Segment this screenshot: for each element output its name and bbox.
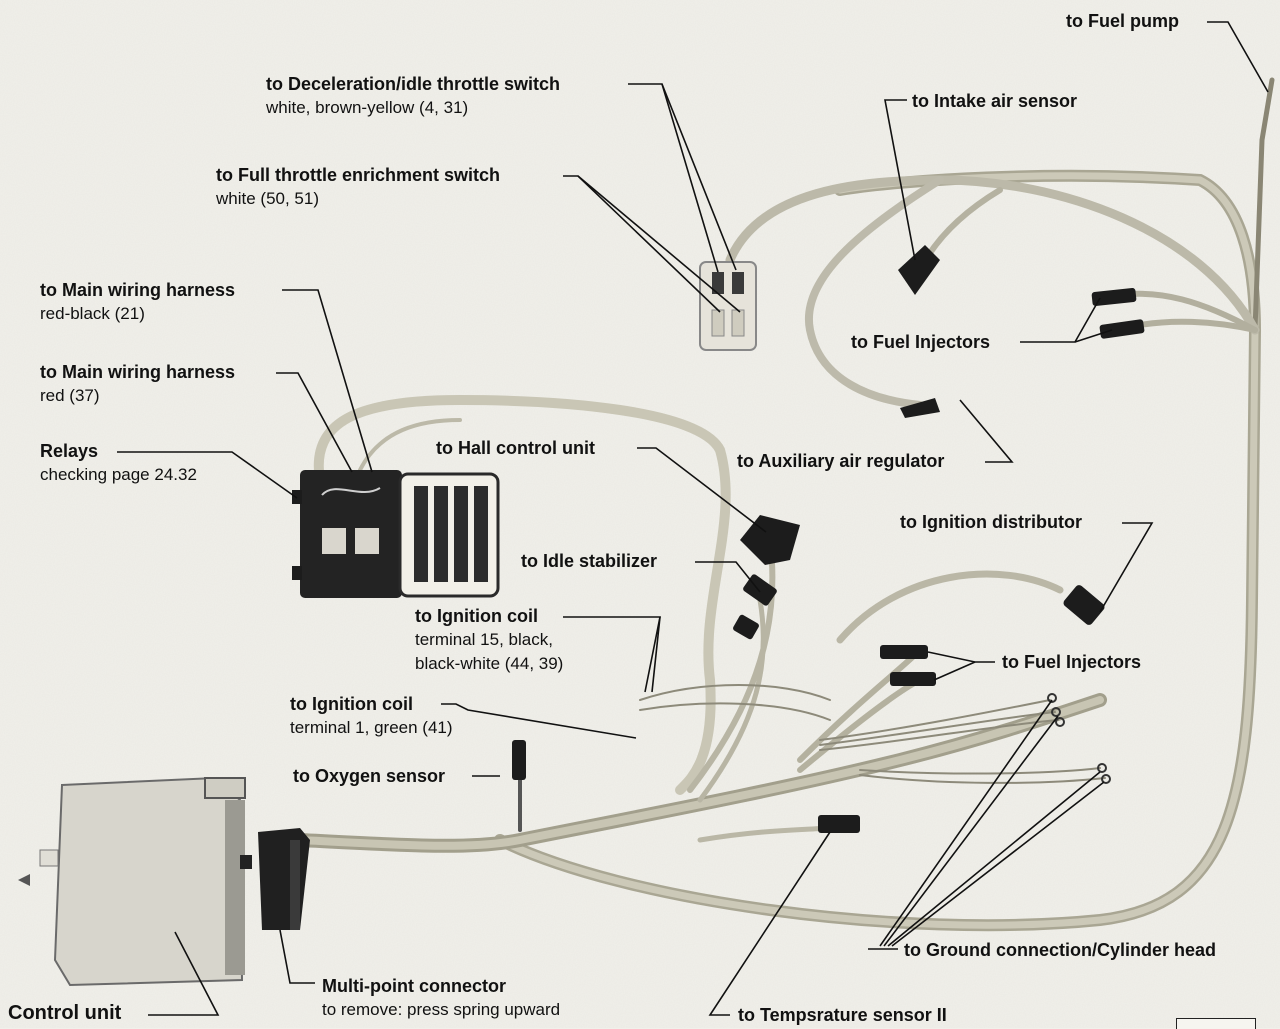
label-intake-air-sensor-text: to Intake air sensor <box>912 91 1078 111</box>
fuel-injector-connector-1 <box>1091 288 1137 306</box>
intake-air-sensor-connector <box>898 245 940 295</box>
harness-wires <box>293 77 1275 932</box>
hall-connector <box>740 515 800 565</box>
label-fuel-injectors-bottom-text: to Fuel Injectors <box>1002 652 1142 672</box>
fuel-injector-connector-2 <box>1099 319 1145 339</box>
ignition-coil-plug <box>733 614 759 640</box>
label-intake-air-sensor: to Intake air sensor <box>912 89 1077 113</box>
label-ignition-coil-15: to Ignition coil terminal 15, black, bla… <box>415 604 563 676</box>
label-full-throttle-wires: white (50, 51) <box>216 189 319 208</box>
label-ignition-coil-1-wires: terminal 1, green (41) <box>290 718 453 737</box>
label-ignition-coil-15-wires-2: black-white (44, 39) <box>415 654 564 673</box>
fuel-injector-connector-4 <box>890 672 936 686</box>
label-multipoint-connector-text: Multi-point connector <box>322 976 506 996</box>
label-aux-air-text: to Auxiliary air regulator <box>737 451 945 471</box>
fuel-injector-connector-3 <box>880 645 928 659</box>
label-control-unit-text: Control unit <box>8 1002 122 1024</box>
label-ignition-distributor-text: to Ignition distributor <box>900 512 1082 532</box>
relay-box <box>292 470 500 598</box>
label-ignition-coil-15-wires-1: terminal 15, black, <box>415 630 553 649</box>
label-main-harness-2-wires: red (37) <box>40 386 100 405</box>
label-relays: Relays checking page 24.32 <box>40 439 197 487</box>
label-control-unit: Control unit <box>8 1001 121 1025</box>
label-idle-stabilizer: to Idle stabilizer <box>521 549 657 573</box>
label-auxiliary-air-regulator: to Auxiliary air regulator <box>737 449 944 473</box>
label-relays-text: Relays <box>40 441 99 461</box>
temp-sensor-connector <box>818 815 860 833</box>
label-relays-note: checking page 24.32 <box>40 465 197 484</box>
label-ignition-coil-1-text: to Ignition coil <box>290 694 413 714</box>
label-oxygen-sensor-text: to Oxygen sensor <box>293 766 446 786</box>
label-ignition-coil-1: to Ignition coil terminal 1, green (41) <box>290 692 453 740</box>
label-ground-connection-text: to Ground connection/Cylinder head <box>904 940 1217 960</box>
page-corner-box <box>1176 1018 1256 1029</box>
label-main-harness-1: to Main wiring harness red-black (21) <box>40 278 235 326</box>
label-full-throttle-switch: to Full throttle enrichment switch white… <box>216 163 500 211</box>
oxygen-sensor-lead <box>512 740 526 780</box>
label-temperature-sensor: to Tempsrature sensor II <box>738 1003 947 1027</box>
label-ignition-distributor: to Ignition distributor <box>900 510 1082 534</box>
label-fuel-pump-text: to Fuel pump <box>1066 11 1179 31</box>
label-idle-stabilizer-text: to Idle stabilizer <box>521 551 658 571</box>
label-fuel-injectors-bottom: to Fuel Injectors <box>1002 650 1141 674</box>
distributor-connector <box>1063 585 1105 625</box>
label-main-harness-2: to Main wiring harness red (37) <box>40 360 235 408</box>
label-decel-switch: to Deceleration/idle throttle switch whi… <box>266 72 560 120</box>
label-decel-switch-text: to Deceleration/idle throttle switch <box>266 74 561 94</box>
throttle-switch-bracket <box>699 261 757 351</box>
label-main-harness-1-wires: red-black (21) <box>40 304 145 323</box>
label-ignition-coil-15-text: to Ignition coil <box>415 606 538 626</box>
label-fuel-pump: to Fuel pump <box>1066 9 1179 33</box>
label-main-harness-2-text: to Main wiring harness <box>40 362 236 382</box>
ground-rings <box>1047 693 1111 784</box>
label-temperature-sensor-text: to Tempsrature sensor II <box>738 1005 947 1025</box>
label-ground-connection: to Ground connection/Cylinder head <box>904 938 1216 962</box>
label-multipoint-connector: Multi-point connector to remove: press s… <box>322 974 560 1022</box>
label-decel-switch-wires: white, brown-yellow (4, 31) <box>266 98 469 117</box>
aux-air-connector <box>900 398 940 418</box>
multipoint-connector-body <box>258 828 310 930</box>
label-fuel-injectors-top: to Fuel Injectors <box>851 330 990 354</box>
label-multipoint-note: to remove: press spring upward <box>322 1000 561 1019</box>
label-oxygen-sensor: to Oxygen sensor <box>293 764 445 788</box>
label-hall-control-unit: to Hall control unit <box>436 436 595 460</box>
label-main-harness-1-text: to Main wiring harness <box>40 280 236 300</box>
label-hall-control-unit-text: to Hall control unit <box>436 438 595 458</box>
control-unit-body <box>18 776 252 987</box>
leader-lines <box>117 21 1269 1016</box>
label-fuel-injectors-top-text: to Fuel Injectors <box>851 332 991 352</box>
label-full-throttle-text: to Full throttle enrichment switch <box>216 165 501 185</box>
